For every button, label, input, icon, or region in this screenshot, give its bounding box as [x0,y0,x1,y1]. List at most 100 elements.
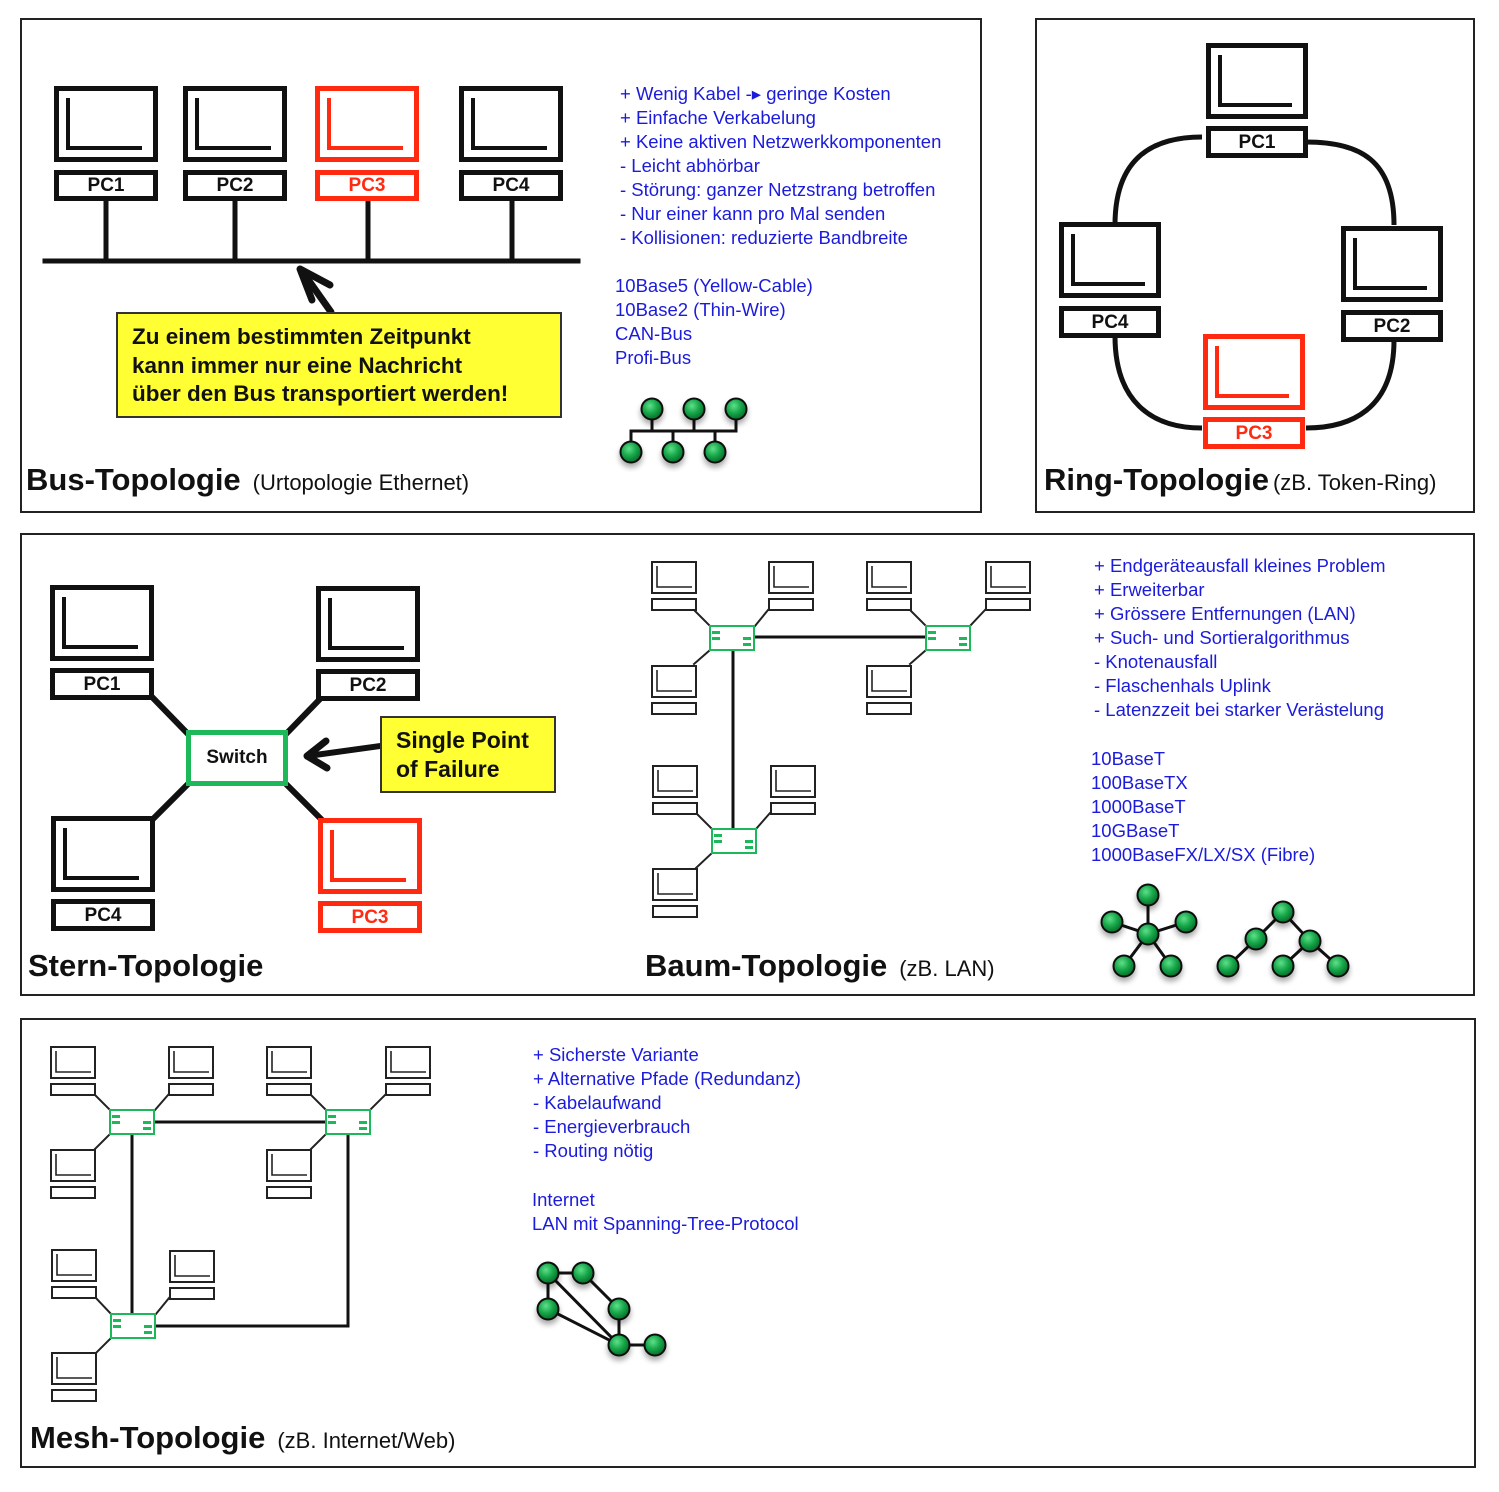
keyboard-base [266,1083,312,1096]
monitor-screen-corner [773,566,809,588]
monitor-icon-highlighted [315,86,419,162]
bus-pc-label-highlighted: PC3 [315,170,419,201]
list-item: + Wenig Kabel -▸ geringe Kosten [620,83,891,104]
network-node [1216,954,1240,978]
ring-subtitle: (zB. Token-Ring) [1272,470,1437,495]
monitor-frame [651,561,697,594]
computer-icon [50,1046,96,1096]
monitor-screen-corner [1071,234,1145,286]
ring-pc-label-highlighted: PC3 [1203,417,1305,449]
switch-port [743,637,751,640]
switch-port [143,1121,151,1124]
ring-title: Ring-Topologie(zB. Token-Ring) [1044,462,1436,498]
switch-port [928,637,936,640]
network-node [1159,954,1183,978]
network-switch-icon [711,828,757,854]
ring-cable-path [1112,134,1397,431]
computer-icon [51,1352,97,1402]
monitor-screen-corner [55,1154,91,1176]
list-item: 100BaseTX [1091,772,1188,793]
monitor-screen-corner [656,566,692,588]
network-node [703,440,727,464]
keyboard-base [385,1083,431,1096]
tree-subtitle: (zB. LAN) [899,956,995,981]
ring-title-text: Ring-Topologie [1044,462,1269,497]
monitor-frame [652,765,698,798]
monitor-icon [51,816,155,892]
list-item: + Grössere Entfernungen (LAN) [1094,603,1356,624]
network-node [607,1297,631,1321]
monitor-screen-corner [195,98,271,150]
computer-icon [168,1046,214,1096]
monitor-icon [1206,43,1308,119]
monitor-frame [168,1046,214,1079]
cable-line [153,1093,170,1112]
star-title: Stern-Topologie [28,948,263,984]
switch-port [112,1115,120,1118]
switch-port [959,643,967,646]
cable-line [968,608,987,628]
keyboard-base [985,598,1031,611]
mesh-topology-panel [20,1018,1476,1468]
network-node [661,440,685,464]
list-item: - Störung: ganzer Netzstrang betroffen [620,179,936,200]
note-line: of Failure [396,756,500,782]
keyboard-base [866,702,912,715]
network-switch-icon [109,1109,155,1135]
computer-icon [266,1149,312,1199]
monitor-screen-corner [62,597,138,649]
monitor-screen-corner [657,770,693,792]
star-cables [149,694,384,823]
keyboard-base [768,598,814,611]
switch-port [359,1121,367,1124]
list-item: Profi-Bus [615,347,692,368]
switch-port [745,840,753,843]
monitor-icon-highlighted [1203,334,1305,410]
monitor-icon [54,86,158,162]
monitor-screen-corner [56,1357,92,1379]
switch-port [143,1127,151,1130]
keyboard-base [266,1186,312,1199]
list-item: + Einfache Verkabelung [620,107,816,128]
monitor-frame [169,1250,215,1283]
computer-icon [652,765,698,815]
computer-icon [385,1046,431,1096]
cable-line [692,648,712,666]
list-item: 10BaseT [1091,748,1166,769]
bus-cable [42,197,581,316]
icon-line [545,1306,622,1348]
network-node [536,1297,560,1321]
bus-pros-cons-list: + Wenig Kabel -▸ geringe Kosten + Einfac… [620,82,941,250]
monitor-screen-corner [327,98,403,150]
monitor-frame [652,868,698,901]
monitor-frame [866,665,912,698]
switch-port [112,1121,120,1124]
network-node [1271,900,1295,924]
monitor-icon [50,585,154,661]
monitor-frame [651,665,697,698]
switch-port [113,1325,121,1328]
network-switch-icon [110,1313,156,1339]
network-node [1244,927,1268,951]
network-node [1100,910,1124,934]
list-item: - Leicht abhörbar [620,155,760,176]
monitor-screen-corner [174,1255,210,1277]
switch-port [113,1319,121,1322]
arrow-head-icon [296,265,334,304]
tree-network-diagram [692,608,987,870]
keyboard-base [866,598,912,611]
cable-line [753,608,770,628]
monitor-frame [770,765,816,798]
switch-port [359,1127,367,1130]
cable-line [908,608,928,628]
monitor-screen-corner [775,770,811,792]
star-cable [281,779,325,823]
list-item: 10Base2 (Thin-Wire) [615,299,786,320]
star-topology-icon [1100,883,1198,978]
list-item: CAN-Bus [615,323,693,344]
bus-pc-label: PC1 [54,170,158,201]
switch-port [328,1121,336,1124]
network-node [619,440,643,464]
star-callout-note: Single Point of Failure [380,716,556,793]
